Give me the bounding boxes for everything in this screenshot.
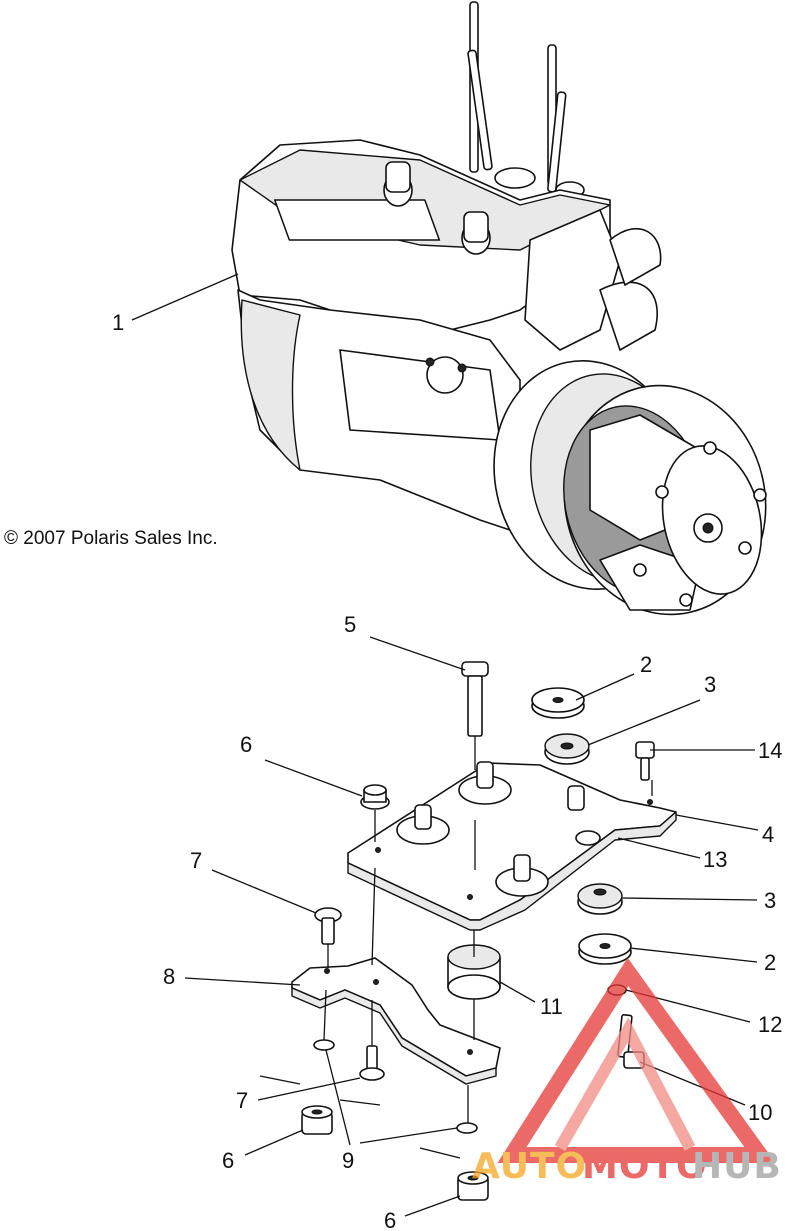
callout-12: 12 (758, 1012, 782, 1037)
watermark-text-moto: MOTO (582, 1146, 708, 1187)
assembly-lines (259, 736, 653, 1159)
copyright-notice: © 2007 Polaris Sales Inc. (4, 528, 218, 549)
callout-6-bottom: 6 (384, 1208, 396, 1231)
washer-lower (578, 933, 632, 965)
callout-5: 5 (344, 612, 356, 637)
callout-13: 13 (703, 847, 727, 872)
washer-upper (531, 687, 585, 719)
mount-plate (347, 761, 677, 931)
watermark-logo: AUTO MOTO HUB (472, 957, 782, 1187)
callout-4: 4 (762, 822, 774, 847)
spacer (447, 944, 501, 1000)
callout-11: 11 (540, 994, 563, 1019)
bolt-long (461, 661, 489, 737)
callout-9: 9 (342, 1148, 354, 1173)
flange-nut-left (301, 1105, 333, 1135)
engine-assembly (231, 1, 767, 616)
callout-7-lower: 7 (236, 1088, 248, 1113)
carriage-bolt-lower (359, 1045, 385, 1081)
watermark-text-auto: AUTO (472, 1146, 587, 1187)
callout-6-upper: 6 (240, 732, 252, 757)
callout-1: 1 (112, 310, 124, 335)
engine-studs (467, 1, 585, 199)
callout-6-left: 6 (222, 1148, 234, 1173)
carriage-bolt-upper (314, 907, 342, 945)
leader-lines (131, 273, 759, 1217)
callout-7-upper: 7 (190, 848, 202, 873)
watermark-text-hub: HUB (692, 1146, 782, 1187)
bolt-small (635, 741, 655, 781)
callout-8: 8 (163, 964, 175, 989)
callout-10: 10 (748, 1100, 772, 1125)
flange-nut-bottom (457, 1171, 489, 1201)
callout-2-lower: 2 (764, 950, 776, 975)
grommet-upper (544, 733, 590, 765)
washer-9a (313, 1039, 335, 1051)
flange-nut-upper (360, 784, 390, 810)
callout-3-upper: 3 (704, 672, 716, 697)
drive-clutch (493, 359, 767, 616)
grommet-lower (577, 883, 623, 915)
washer-9b (456, 1122, 478, 1134)
mount-bracket (291, 957, 501, 1085)
callout-labels: 1 5 2 3 14 6 4 13 7 3 2 8 11 12 7 10 6 9… (112, 310, 782, 1231)
callout-3-lower: 3 (764, 888, 776, 913)
callout-2-upper: 2 (640, 652, 652, 677)
callout-14: 14 (758, 738, 782, 763)
